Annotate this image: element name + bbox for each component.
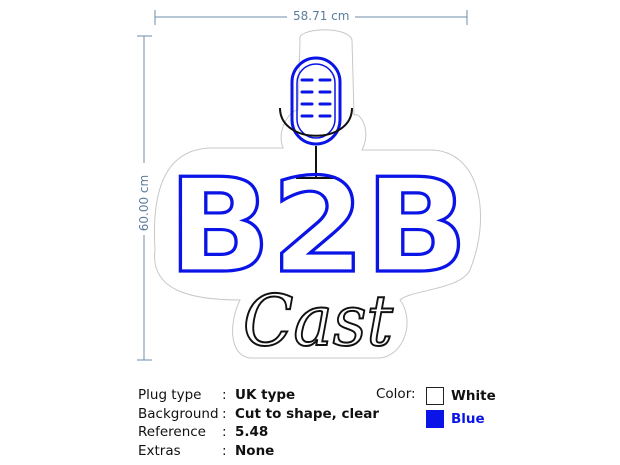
sign-main-text: B2B <box>168 150 468 302</box>
width-dimension-label: 58.71 cm <box>293 9 350 23</box>
sign-script-text: Cast <box>243 280 394 362</box>
spec-label: Reference <box>138 424 206 440</box>
color-title: Color: <box>376 386 416 402</box>
spec-label: Background <box>138 405 219 422</box>
blue-color-label: Blue <box>451 411 485 427</box>
spec-separator: : <box>222 424 227 440</box>
width-dimension-line <box>154 10 468 25</box>
acrylic-backing-outline <box>154 29 481 359</box>
microphone-icon <box>279 56 353 179</box>
blue-color-swatch <box>426 410 444 428</box>
white-color-swatch <box>426 387 444 405</box>
spec-row-background: Background : Cut to shape, clear <box>138 405 379 424</box>
spec-separator: : <box>222 405 227 422</box>
spec-row-plug-type: Plug type : UK type <box>138 386 379 405</box>
spec-value: 5.48 <box>235 424 269 440</box>
spec-label: Plug type <box>138 387 202 403</box>
spec-list: Plug type : UK type Background : Cut to … <box>138 386 379 460</box>
spec-value: UK type <box>235 387 296 403</box>
spec-row-reference: Reference : 5.48 <box>138 423 379 442</box>
white-color-label: White <box>451 388 496 404</box>
height-dimension-line <box>137 35 152 361</box>
spec-label: Extras <box>138 442 181 459</box>
spec-value: None <box>235 442 275 459</box>
spec-separator: : <box>222 387 227 403</box>
spec-separator: : <box>222 442 227 459</box>
spec-row-extras: Extras : None <box>138 442 379 461</box>
spec-value: Cut to shape, clear <box>235 405 380 422</box>
